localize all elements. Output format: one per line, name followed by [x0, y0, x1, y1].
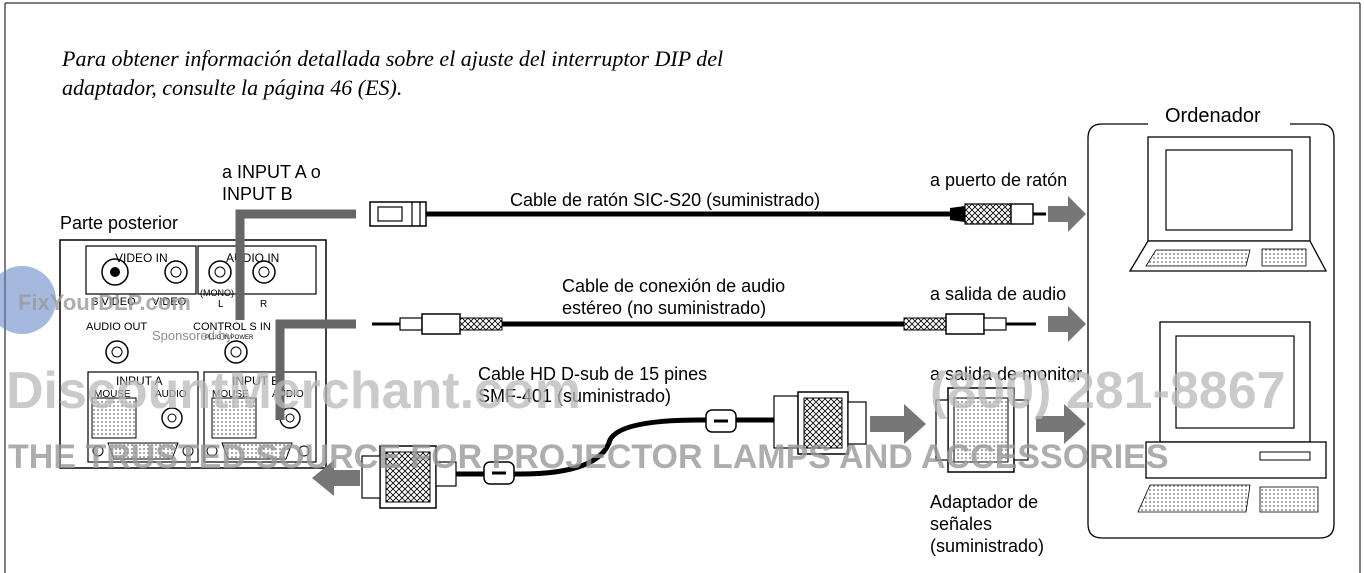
l-label: L — [218, 299, 224, 310]
arrow-right-icon — [1048, 306, 1086, 342]
computer-icon — [1137, 321, 1327, 513]
to-monitor-out-label: a salida de monitor — [930, 364, 1082, 384]
video-in-label: VIDEO IN — [115, 251, 168, 265]
computer-icon — [1128, 136, 1328, 272]
hd-cable-label-line-2: SMF-401 (suministrado) — [478, 386, 671, 406]
mouse-connector-icon — [950, 203, 1046, 225]
watermark-brand: DiscountMerchant.com — [6, 362, 581, 420]
dsub-port-b-icon — [221, 442, 293, 460]
adapter-label-line-3: (suministrado) — [930, 536, 1044, 556]
minijack-plug-icon — [903, 313, 1036, 335]
to-audio-out-label: a salida de audio — [930, 284, 1066, 304]
to-mouse-port-label: a puerto de ratón — [930, 170, 1067, 190]
watermark-tagline: THE TRUSTED SOURCE FOR PROJECTOR LAMPS A… — [8, 438, 1169, 476]
input-a-label: INPUT A — [116, 374, 162, 388]
intro-line-1: Para obtener información detallada sobre… — [61, 46, 723, 71]
audio-cable — [372, 313, 1036, 335]
adapter-label-line-2: señales — [930, 514, 992, 534]
ferrite-core-icon — [483, 461, 515, 485]
projector-rear-panel — [59, 239, 327, 469]
arrow-right-icon — [870, 404, 926, 444]
watermark-phone: (800) 281-8867 — [930, 362, 1286, 420]
ferrite-core-icon — [705, 409, 737, 433]
watermark-sponsored: Sponsored by — [152, 328, 233, 343]
plug-in-power-label: PLUG IN POWER — [205, 335, 254, 341]
hd-cable-label-line-1: Cable HD D-sub de 15 pines — [478, 364, 707, 384]
to-input-label-line-1: a INPUT A o — [222, 162, 321, 182]
mouse-a-label: MOUSE — [94, 389, 131, 400]
adapter-label-line-1: Adaptador de — [930, 492, 1038, 512]
arrow-left-icon — [312, 460, 360, 496]
mouse-cable-label: Cable de ratón SIC-S20 (suministrado) — [510, 190, 820, 210]
mouse-connector-icon — [369, 201, 427, 227]
port-leader-lines — [235, 209, 356, 420]
arrow-right-icon — [1048, 196, 1086, 232]
computer-group-title: Ordenador — [1165, 105, 1261, 127]
signal-arrows — [312, 196, 1086, 496]
dsub-port-a-icon — [107, 442, 179, 460]
projector-title: Parte posterior — [60, 213, 178, 233]
audio-cable-label-line-1: Cable de conexión de audio — [562, 276, 785, 296]
dsub-connector-icon — [773, 391, 867, 455]
watermark: FixYourDLP.com Sponsored by DiscountMerc… — [0, 266, 1286, 476]
audio-b-label: AUDIO — [272, 389, 304, 400]
minijack-plug-icon — [372, 313, 503, 335]
r-label: R — [260, 299, 267, 310]
s-video-label: S VIDEO — [91, 296, 136, 308]
control-s-in-label: CONTROL S IN — [193, 321, 271, 333]
computer-group-box — [1087, 123, 1335, 539]
audio-out-label: AUDIO OUT — [86, 321, 147, 333]
dsub-connector-icon — [361, 445, 457, 509]
signal-adapter-icon — [935, 387, 1029, 473]
mono-label: (MONO) — [200, 288, 234, 298]
audio-cable-label-line-2: estéreo (no suministrado) — [562, 298, 766, 318]
arrow-right-icon — [1036, 404, 1086, 444]
mouse-b-label: MOUSE — [212, 389, 249, 400]
to-input-label-line-2: INPUT B — [222, 184, 293, 204]
video-label: VIDEO — [152, 296, 187, 308]
mouse-port-b-icon — [211, 397, 257, 439]
audio-in-label: AUDIO IN — [226, 251, 279, 265]
mouse-port-a-icon — [91, 397, 137, 439]
hd-dsub-cable — [361, 391, 867, 509]
watermark-logo: FixYourDLP.com — [18, 290, 191, 315]
watermark-globe-icon — [0, 266, 56, 334]
audio-a-label: AUDIO — [155, 389, 187, 400]
input-b-label: INPUT B — [232, 374, 279, 388]
intro-line-2: adaptador, consulte la página 46 (ES). — [62, 75, 402, 100]
mouse-cable — [369, 201, 1046, 227]
